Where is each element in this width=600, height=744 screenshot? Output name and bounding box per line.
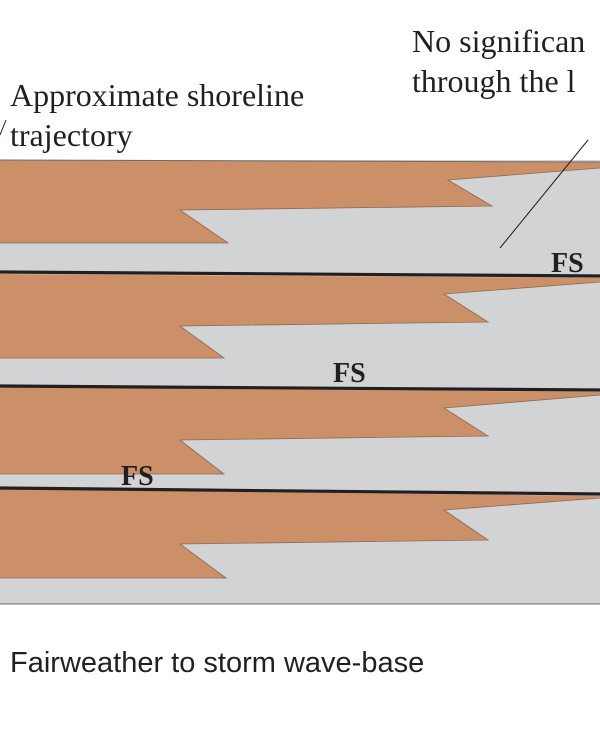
flooding-surface-line-3 xyxy=(0,486,600,496)
bottom-caption: Fairweather to storm wave-base xyxy=(10,647,424,679)
shoreline-leader-line xyxy=(0,119,7,136)
flooding-surface-label-3: FS xyxy=(121,461,154,492)
flooding-surface-line-1 xyxy=(0,270,600,278)
flooding-surface-label-2: FS xyxy=(333,358,366,389)
sand-wedge-1 xyxy=(0,160,600,243)
shoreline-trajectory-label-line-1: Approximate shoreline xyxy=(10,77,304,113)
wedge-outlines xyxy=(0,167,600,579)
sand-wedge-3 xyxy=(0,387,600,474)
flooding-surface-line-2 xyxy=(0,384,600,392)
flooding-surface-label-1: FS xyxy=(551,248,584,279)
top-boundary-line xyxy=(0,159,600,163)
top-right-leader-line xyxy=(499,139,589,249)
top-right-annotation-line-1: No significan xyxy=(412,23,585,59)
sand-wedge-4 xyxy=(0,489,600,578)
top-right-annotation-line-2: through the l xyxy=(412,63,576,99)
shoreline-trajectory-label-line-2: trajectory xyxy=(10,117,133,153)
sand-wedge-2 xyxy=(0,274,600,358)
